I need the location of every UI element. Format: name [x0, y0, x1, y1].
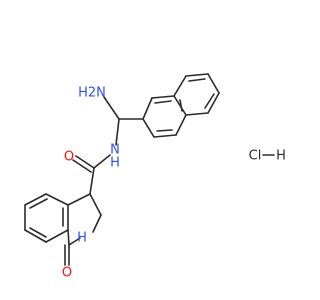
bond — [156, 129, 173, 132]
bond — [103, 96, 120, 120]
bond — [115, 118, 120, 146]
bond — [45, 229, 69, 243]
bond — [207, 73, 220, 94]
amide-h-label: H — [110, 156, 120, 171]
bond — [24, 229, 47, 243]
bond — [24, 193, 47, 206]
bond — [204, 93, 215, 109]
lactam-h-label: H — [77, 231, 87, 246]
bond — [89, 167, 95, 195]
bond — [92, 214, 102, 233]
hcl-cl-label: Cl — [249, 149, 262, 164]
bond — [188, 78, 206, 82]
bond — [179, 99, 183, 112]
bond — [68, 237, 81, 246]
carbonyl-o-upper-label: O — [64, 150, 74, 165]
bond — [142, 118, 155, 138]
bond — [154, 100, 172, 104]
bond — [185, 112, 209, 116]
bond — [75, 155, 95, 169]
bond — [29, 227, 47, 238]
bond-layer — [24, 73, 275, 266]
bond — [45, 193, 69, 206]
bond — [67, 193, 91, 206]
bond — [93, 154, 111, 169]
bond — [173, 75, 187, 97]
bond — [151, 95, 175, 99]
atom-labels: H2N N H O H O Cl H — [62, 86, 286, 281]
bond — [29, 198, 48, 209]
bond — [153, 134, 177, 138]
bond — [175, 114, 187, 136]
lactam-o-label: O — [62, 266, 72, 281]
bond — [185, 73, 209, 77]
bond — [89, 193, 102, 216]
hcl-h-label: H — [276, 149, 286, 164]
amide-n-label: N — [110, 143, 120, 158]
bond — [173, 95, 187, 116]
bond — [72, 159, 92, 173]
bond — [67, 229, 70, 246]
bond — [207, 92, 220, 114]
chemical-structure: H2N N H O H O Cl H — [24, 73, 286, 281]
bond — [142, 97, 153, 120]
amine-label: H2N — [78, 86, 106, 101]
